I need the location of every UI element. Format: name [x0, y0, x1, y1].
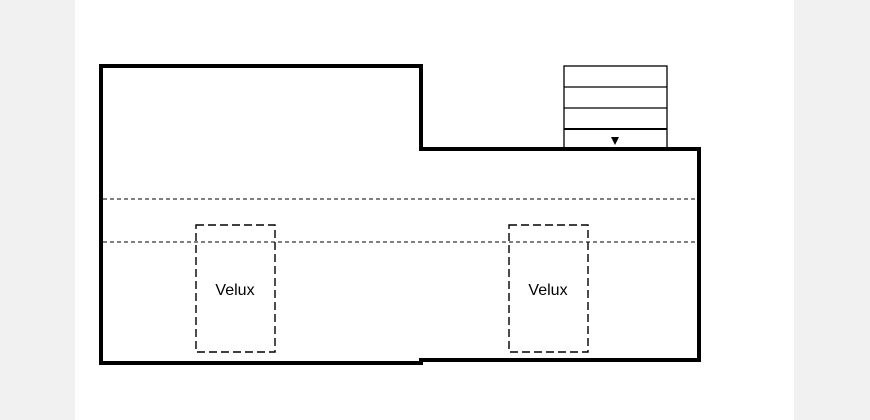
- staircase: [563, 65, 668, 150]
- drawing-sheet: [75, 0, 794, 420]
- velux-window: Velux: [195, 224, 276, 353]
- outer-wall: [99, 64, 701, 365]
- velux-window-label: Velux: [215, 282, 254, 299]
- velux-window-outline: [508, 224, 589, 353]
- velux-window-outline: [195, 224, 276, 353]
- velux-window-label: Velux: [528, 282, 567, 299]
- velux-window: Velux: [508, 224, 589, 353]
- stair-direction-arrow: [611, 137, 619, 145]
